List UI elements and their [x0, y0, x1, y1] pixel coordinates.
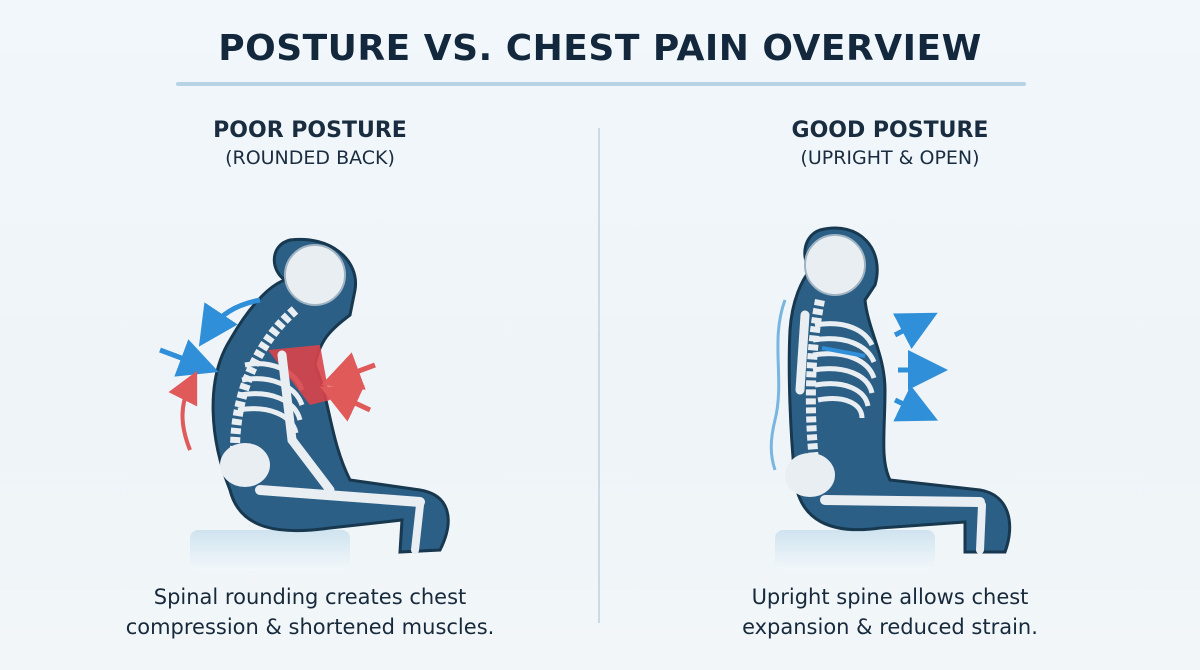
arrow-red-chest-lower-icon: [319, 385, 372, 422]
seat-icon: [775, 530, 935, 570]
poor-posture-subheading: (ROUNDED BACK): [225, 147, 395, 169]
poor-posture-illustration: [159, 237, 450, 570]
caption-line: Upright spine allows chest: [751, 585, 1029, 609]
arrow-expand-lower-icon: [893, 385, 939, 422]
poor-posture-caption: Spinal rounding creates chest compressio…: [30, 582, 590, 642]
good-posture-heading: GOOD POSTURE: [791, 118, 989, 143]
arrow-blue-upper-icon: [198, 297, 261, 347]
title-underline: [176, 82, 1026, 86]
caption-line: Spinal rounding creates chest: [153, 585, 467, 609]
good-posture-panel: GOOD POSTURE (UPRIGHT & OPEN): [610, 110, 1170, 639]
panel-divider: [598, 128, 600, 623]
seat-icon: [190, 530, 350, 570]
arrow-red-back-icon: [168, 370, 198, 451]
good-posture-caption: Upright spine allows chest expansion & r…: [610, 582, 1170, 642]
caption-line: compression & shortened muscles.: [125, 615, 495, 639]
arrow-red-chest-upper-icon: [321, 352, 376, 390]
good-posture-illustration: [769, 226, 1012, 570]
good-posture-subheading: (UPRIGHT & OPEN): [800, 147, 980, 169]
arrow-blue-mid-icon: [159, 339, 219, 377]
poor-posture-panel: POOR POSTURE (ROUNDED BACK): [30, 110, 590, 639]
poor-posture-heading: POOR POSTURE: [213, 118, 407, 143]
arrow-expand-upper-icon: [893, 312, 938, 349]
spine-curve-line-icon: [769, 299, 787, 471]
page-title: POSTURE VS. CHEST PAIN OVERVIEW: [218, 28, 982, 69]
caption-line: expansion & reduced strain.: [742, 615, 1038, 639]
